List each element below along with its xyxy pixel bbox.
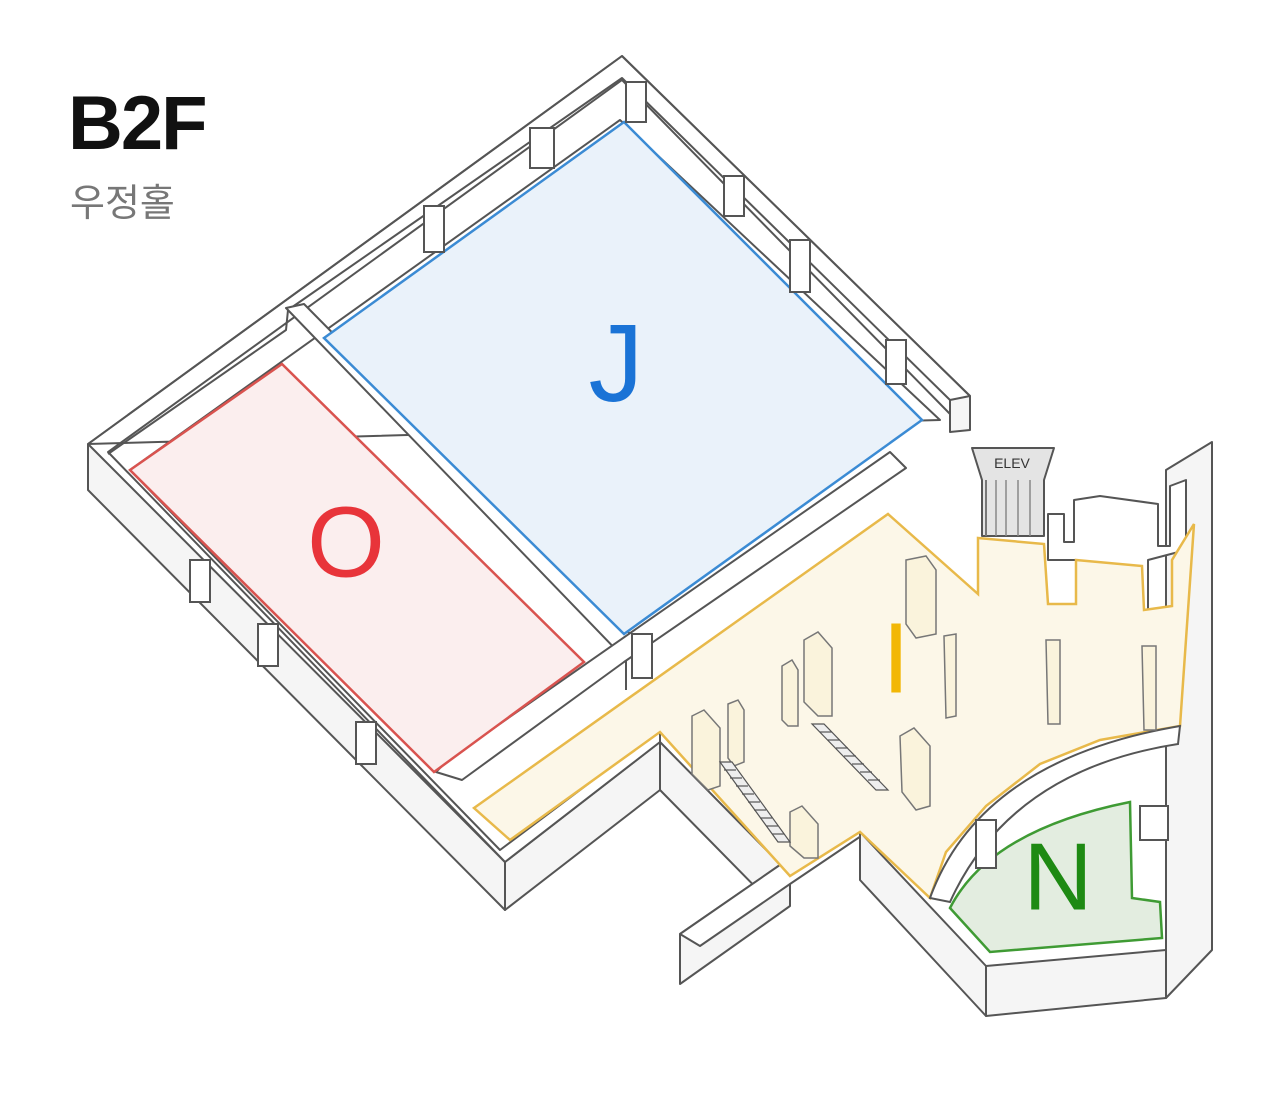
stand-6 — [781, 658, 799, 727]
zone-n-label: N — [1023, 823, 1092, 930]
stand-4 — [1141, 645, 1157, 731]
zone-j[interactable] — [322, 120, 924, 636]
stand-5 — [803, 631, 833, 717]
stand-9 — [727, 699, 745, 767]
stand-8 — [691, 709, 721, 791]
zone-n[interactable] — [948, 800, 1164, 954]
stand-7 — [899, 727, 931, 811]
elevator-block — [971, 447, 1055, 537]
elevator-label: ELEV — [994, 455, 1030, 471]
stand-3 — [1045, 639, 1061, 725]
stand-1 — [905, 555, 937, 639]
wall-face-right-j — [949, 395, 971, 433]
hall-name: 우정홀 — [70, 181, 175, 225]
display-stands — [691, 555, 1157, 859]
floor-label: B2F — [68, 81, 208, 166]
zone-i[interactable] — [471, 512, 1196, 901]
wall-openings — [189, 81, 997, 869]
stand-10 — [789, 805, 819, 859]
post-n — [1139, 805, 1169, 841]
stairs — [718, 723, 890, 843]
zone-o-label: O — [307, 486, 385, 598]
stand-2 — [943, 633, 957, 719]
zone-j-label: J — [589, 302, 644, 425]
wall-face-bottom-n — [985, 949, 1167, 1017]
zone-o[interactable] — [128, 362, 586, 774]
wall-outline-outer — [87, 55, 971, 445]
